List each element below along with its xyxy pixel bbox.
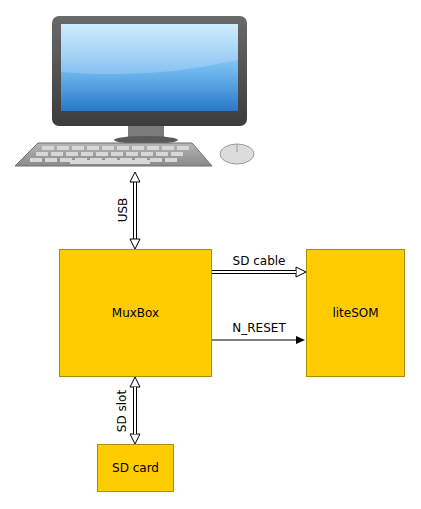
monitor-screen [61,24,238,111]
muxbox-block: MuxBox [59,249,212,377]
key [132,146,144,150]
key [177,146,189,150]
connector-inner [134,387,136,434]
key [162,146,174,150]
key [45,158,57,162]
key [36,152,48,156]
key [57,146,69,150]
sd-slot-connector [135,387,136,434]
key [111,152,123,156]
key [156,152,168,156]
key [81,152,93,156]
block-label: MuxBox [112,306,159,320]
key [30,158,42,162]
litesom-block: liteSOM [306,249,405,377]
connector-line [133,387,137,434]
sd-card-block: SD card [97,444,174,492]
connector-inner [212,271,296,273]
key [72,146,84,150]
connector-line [212,339,296,340]
connector-label: SD cable [232,255,287,268]
usb-label: USB [117,197,130,224]
keyboard-keys [30,146,189,164]
key [42,146,54,150]
monitor [52,16,247,144]
connector-label: SD slot [116,388,129,432]
connector-line [212,270,296,274]
key [141,152,153,156]
key [126,152,138,156]
key [96,152,108,156]
mouse [220,144,254,164]
usb-arrow [130,172,140,249]
block-label: SD card [112,461,159,475]
sd-cable-connector [212,272,296,273]
keyboard-body [15,143,212,166]
key [87,146,99,150]
mouse-button-line [237,144,238,152]
key [147,146,159,150]
key [66,152,78,156]
key [171,152,183,156]
space-key [70,160,150,164]
key [150,158,162,162]
key [51,152,63,156]
key [165,158,177,162]
monitor-frame [52,16,247,126]
screen-glare [61,24,238,74]
keyboard [15,143,212,166]
key [102,146,114,150]
connector-label: N_RESET [231,322,286,335]
reset-signal-connector [212,340,296,341]
block-label: liteSOM [332,306,378,320]
key [117,146,129,150]
